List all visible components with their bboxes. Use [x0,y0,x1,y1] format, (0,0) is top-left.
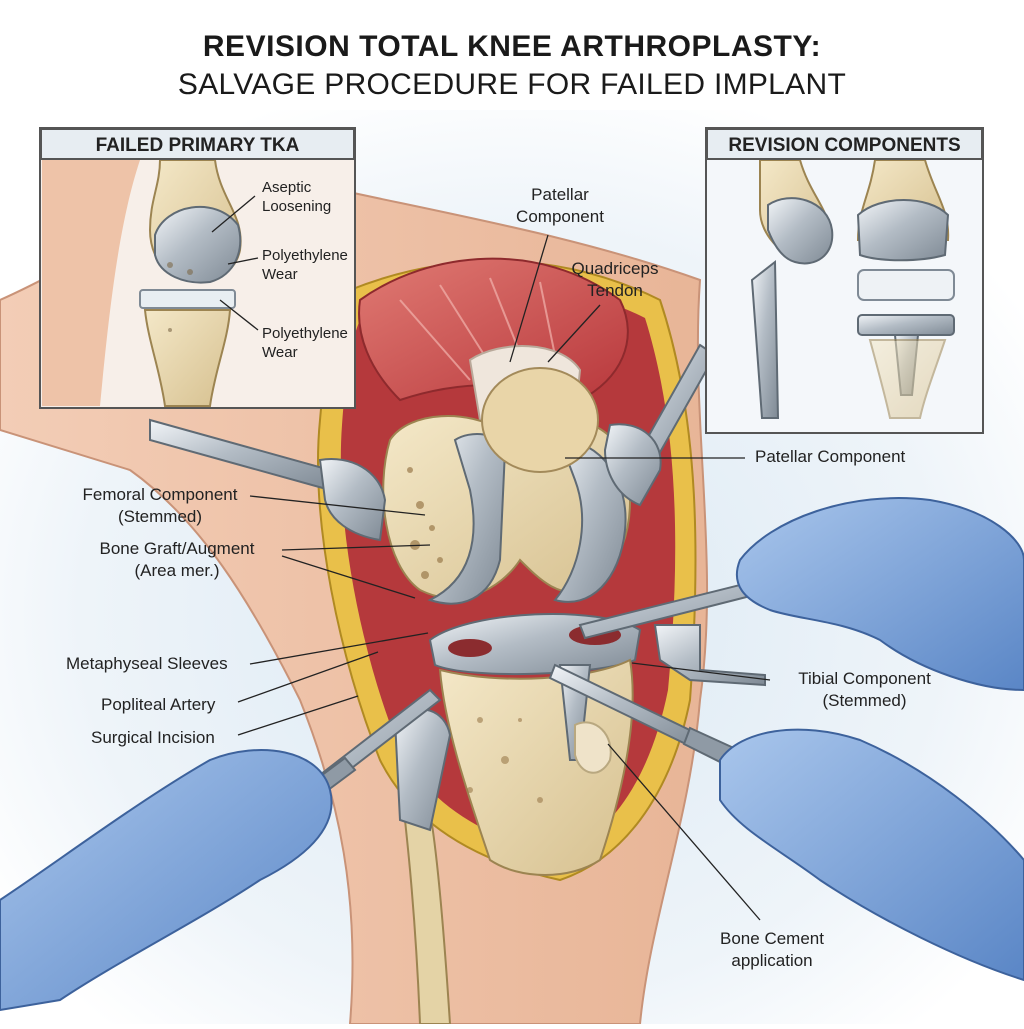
label-tibial-component: Tibial Component (Stemmed) [798,669,931,710]
bone-cement [574,721,612,774]
label-popliteal-artery: Popliteal Artery [101,695,216,714]
glove-lower-right [719,728,1024,982]
inset-failed-primary-tka [39,127,356,409]
label-polyethylene-wear-1: Polyethylene Wear [262,247,348,283]
label-surgical-incision: Surgical Incision [91,728,215,747]
inset-heading-revision: REVISION COMPONENTS [706,128,983,160]
glove-upper-right [735,497,1024,692]
page-subtitle: SALVAGE PROCEDURE FOR FAILED IMPLANT [177,68,847,101]
label-femoral-component: Femoral Component (Stemmed) [82,485,238,526]
label-patellar-component-top: Patellar Component [516,185,604,226]
label-polyethylene-wear-2: Polyethylene Wear [262,325,348,361]
label-bone-graft: Bone Graft/Augment (Area mer.) [99,539,255,580]
tibia-speckles [467,717,543,803]
retractor-left-blade [318,458,387,542]
tibial-plate-hole [448,639,492,657]
retractor-right-blade [603,423,662,507]
page-title: REVISION TOTAL KNEE ARTHROPLASTY: [202,30,822,63]
label-patellar-component-right: Patellar Component [755,447,906,466]
label-quadriceps-tendon: Quadriceps Tendon [571,259,659,300]
inset-revision-components [705,127,984,434]
label-bone-cement: Bone Cement application [720,929,824,970]
leader-lines [237,234,771,921]
label-aseptic-loosening: Aseptic Loosening [262,179,332,215]
glove-left [0,749,333,1012]
inset-heading-failed-primary: FAILED PRIMARY TKA [40,128,355,160]
label-metaphyseal-sleeves: Metaphyseal Sleeves [66,654,228,673]
patella [481,367,599,473]
